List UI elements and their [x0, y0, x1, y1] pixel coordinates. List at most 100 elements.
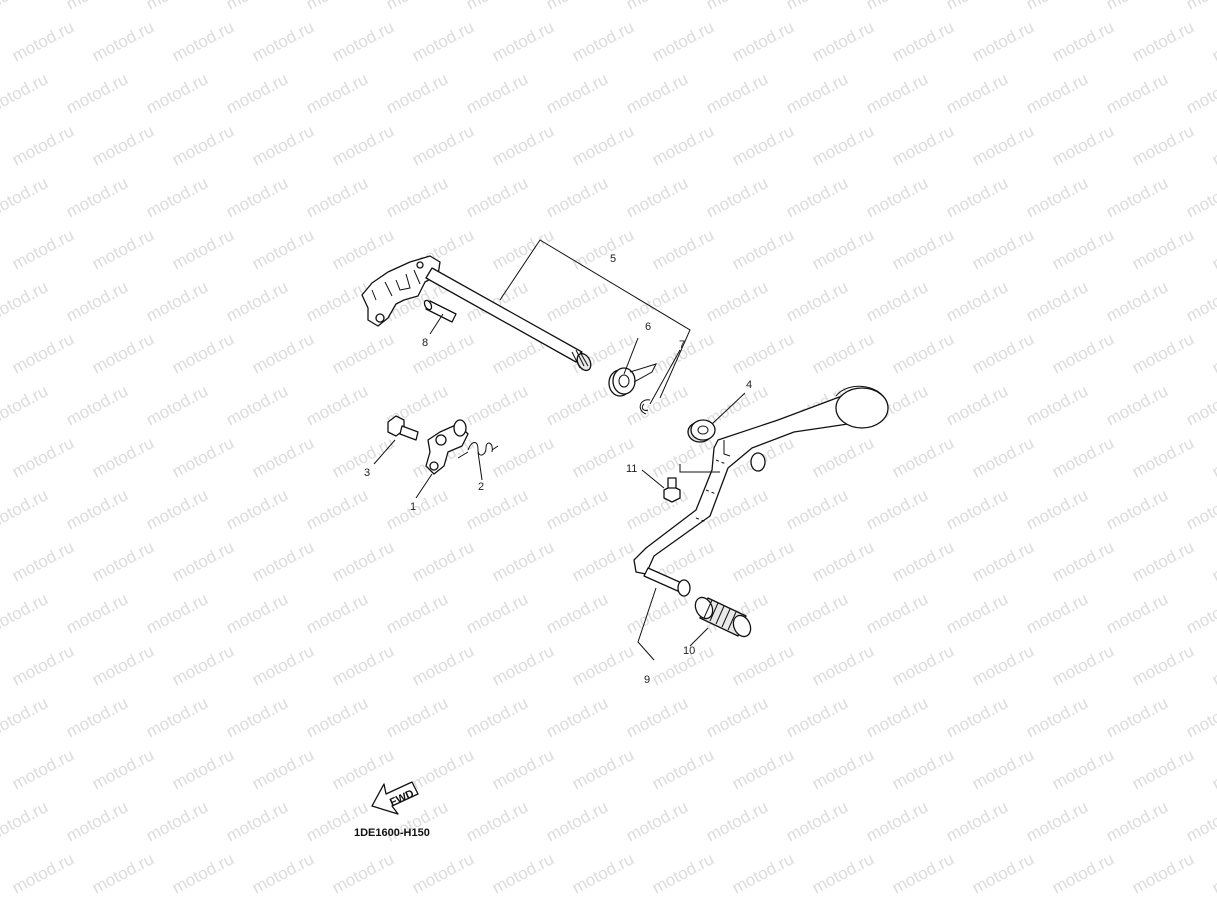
watermark-text: motod.ru: [329, 17, 397, 65]
watermark-text: motod.ru: [1129, 225, 1197, 273]
watermark-text: motod.ru: [9, 849, 77, 897]
watermark-text: motod.ru: [729, 121, 797, 169]
watermark-text: motod.ru: [303, 277, 371, 325]
watermark-text: motod.ru: [1183, 693, 1217, 741]
watermark-text: motod.ru: [1129, 433, 1197, 481]
watermark-text: motod.ru: [1023, 381, 1091, 429]
watermark-text: motod.ru: [1209, 537, 1217, 585]
watermark-text: motod.ru: [649, 17, 717, 65]
watermark-text: motod.ru: [623, 797, 691, 845]
watermark-text: motod.ru: [649, 329, 717, 377]
watermark-text: motod.ru: [489, 537, 557, 585]
watermark-text: motod.ru: [569, 537, 637, 585]
watermark-text: motod.ru: [969, 641, 1037, 689]
watermark-text: motod.ru: [409, 641, 477, 689]
watermark-text: motod.ru: [1129, 745, 1197, 793]
watermark-text: motod.ru: [223, 485, 291, 533]
watermark-text: motod.ru: [63, 485, 131, 533]
callout-10: 10: [683, 645, 695, 657]
watermark-text: motod.ru: [703, 173, 771, 221]
watermark-text: motod.ru: [89, 537, 157, 585]
watermark-text: motod.ru: [143, 693, 211, 741]
watermark-text: motod.ru: [649, 121, 717, 169]
watermark-text: motod.ru: [489, 849, 557, 897]
watermark-text: motod.ru: [303, 69, 371, 117]
watermark-text: motod.ru: [9, 329, 77, 377]
watermark-text: motod.ru: [223, 277, 291, 325]
watermark-text: motod.ru: [329, 849, 397, 897]
watermark-text: motod.ru: [1129, 121, 1197, 169]
watermark-text: motod.ru: [1183, 485, 1217, 533]
watermark-text: motod.ru: [89, 329, 157, 377]
watermark-text: motod.ru: [409, 329, 477, 377]
torsion-spring-part-6: [608, 363, 657, 397]
pedal-rubber-part-10: [694, 596, 752, 638]
watermark-text: motod.ru: [1129, 329, 1197, 377]
watermark-text: motod.ru: [623, 693, 691, 741]
watermark-text: motod.ru: [863, 693, 931, 741]
watermark-text: motod.ru: [863, 277, 931, 325]
watermark-text: motod.ru: [623, 589, 691, 637]
watermark-text: motod.ru: [969, 121, 1037, 169]
watermark-text: motod.ru: [303, 381, 371, 429]
watermark-text: motod.ru: [543, 797, 611, 845]
callout-6: 6: [645, 321, 651, 333]
watermark-text: motod.ru: [943, 589, 1011, 637]
callout-11: 11: [626, 463, 637, 475]
watermark-text: motod.ru: [809, 225, 877, 273]
watermark-text: motod.ru: [63, 0, 131, 14]
watermark-text: motod.ru: [1209, 433, 1217, 481]
watermark-text: motod.ru: [303, 485, 371, 533]
watermark-text: motod.ru: [889, 121, 957, 169]
watermark-text: motod.ru: [303, 173, 371, 221]
watermark-text: motod.ru: [943, 797, 1011, 845]
watermark-text: motod.ru: [143, 0, 211, 14]
watermark-text: motod.ru: [863, 589, 931, 637]
watermark-text: motod.ru: [1049, 329, 1117, 377]
watermark-text: motod.ru: [463, 485, 531, 533]
shift-pedal-part-9: [633, 385, 889, 597]
watermark-text: motod.ru: [489, 17, 557, 65]
watermark-text: motod.ru: [89, 121, 157, 169]
watermark-text: motod.ru: [1183, 173, 1217, 221]
watermark-text: motod.ru: [943, 173, 1011, 221]
watermark-text: motod.ru: [89, 849, 157, 897]
watermark-text: motod.ru: [889, 745, 957, 793]
watermark-text: motod.ru: [543, 589, 611, 637]
pin-part-8: [423, 299, 457, 323]
watermark-text: motod.ru: [649, 849, 717, 897]
watermark-text: motod.ru: [1023, 589, 1091, 637]
watermark-text: motod.ru: [223, 0, 291, 14]
watermark-text: motod.ru: [1049, 745, 1117, 793]
watermark-text: motod.ru: [89, 17, 157, 65]
watermark-text: motod.ru: [9, 121, 77, 169]
watermark-text: motod.ru: [1049, 17, 1117, 65]
watermark-text: motod.ru: [329, 745, 397, 793]
watermark-text: motod.ru: [1183, 0, 1217, 14]
watermark-text: motod.ru: [623, 277, 691, 325]
watermark-text: motod.ru: [1209, 745, 1217, 793]
watermark-text: motod.ru: [1183, 381, 1217, 429]
stopper-lever-part-1: [425, 419, 469, 475]
watermark-text: motod.ru: [809, 433, 877, 481]
callout-2: 2: [478, 481, 484, 493]
watermark-text: motod.ru: [249, 225, 317, 273]
watermark-text: motod.ru: [943, 69, 1011, 117]
watermark-text: motod.ru: [89, 641, 157, 689]
watermark-text: motod.ru: [1023, 173, 1091, 221]
watermark-text: motod.ru: [1209, 641, 1217, 689]
watermark-text: motod.ru: [1023, 69, 1091, 117]
watermark-text: motod.ru: [783, 797, 851, 845]
watermark-text: motod.ru: [383, 0, 451, 14]
watermark-text: motod.ru: [863, 485, 931, 533]
watermark-text: motod.ru: [809, 121, 877, 169]
watermark-text: motod.ru: [543, 173, 611, 221]
washer-part-4: [687, 419, 716, 443]
watermark-text: motod.ru: [63, 693, 131, 741]
watermark-text: motod.ru: [703, 693, 771, 741]
watermark-text: motod.ru: [569, 745, 637, 793]
watermark-text: motod.ru: [1209, 329, 1217, 377]
watermark-text: motod.ru: [623, 0, 691, 14]
